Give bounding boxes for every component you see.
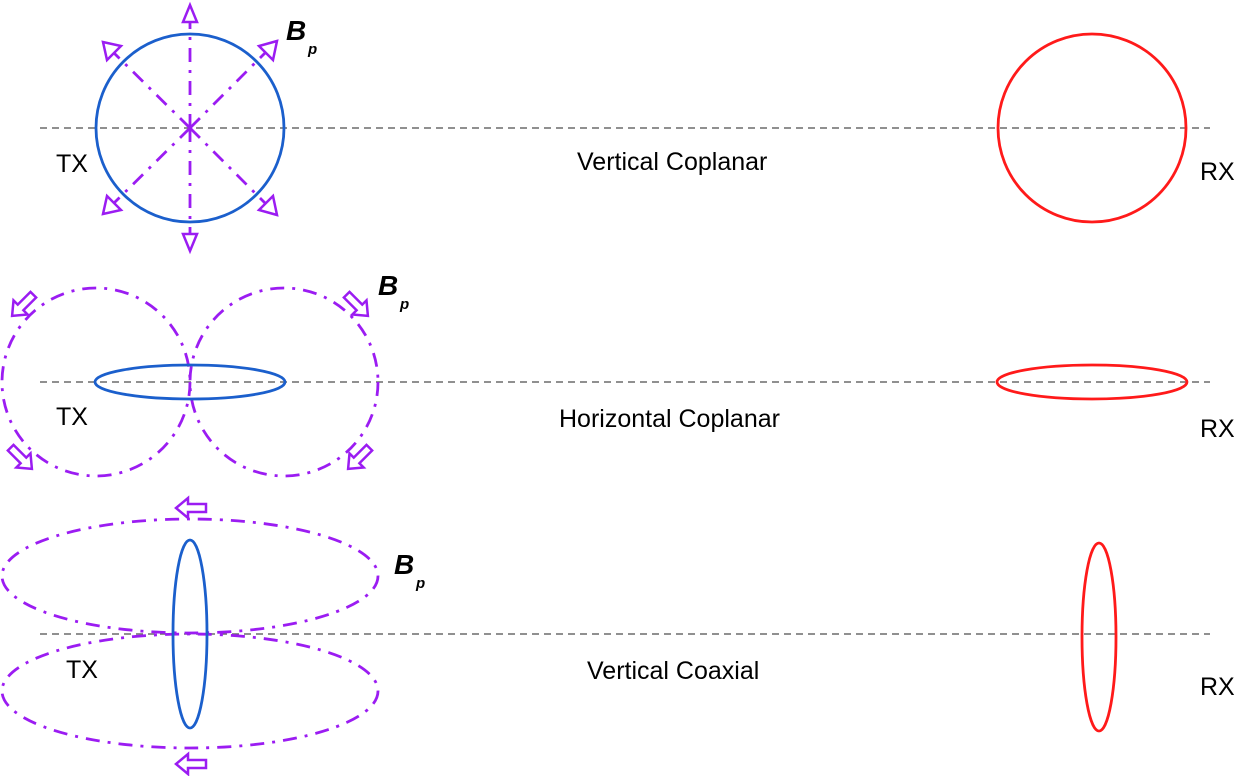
panel-title: Horizontal Coplanar (559, 405, 780, 433)
block-arrow-top-icon (174, 495, 208, 521)
block-arrow-bottom-left-icon (6, 443, 34, 471)
rx-coil (995, 363, 1189, 401)
field-label-subscript: p (415, 575, 425, 592)
rx-label: RX (1200, 158, 1235, 186)
field-loop-right (188, 286, 380, 478)
block-arrow-top-left-icon (10, 290, 38, 318)
tx-label: TX (66, 656, 98, 684)
field-loop-left (0, 286, 192, 478)
top-bottom-field-lines (0, 495, 380, 776)
field-label-b: B (286, 15, 306, 46)
panel-title: Vertical Coplanar (577, 148, 767, 176)
panel-horizontal-coplanar: TX RX Horizontal Coplanar B p (0, 270, 1235, 478)
panel-vertical-coaxial: TX RX Vertical Coaxial B p (0, 495, 1235, 776)
tx-coil (171, 538, 209, 730)
side-loop-field-lines (0, 286, 380, 478)
arrowhead-up-left-icon (101, 40, 124, 63)
arrowhead-up-icon (181, 1, 199, 24)
field-line-down-left (112, 127, 191, 205)
arrowhead-down-right-icon (256, 193, 279, 217)
rx-coil (996, 32, 1188, 224)
block-arrow-bottom-right-icon (346, 443, 374, 471)
field-label-b: B (394, 549, 414, 580)
arrowhead-down-icon (181, 232, 199, 255)
arrowhead-down-left-icon (101, 193, 124, 216)
rx-label: RX (1200, 415, 1235, 443)
field-line-down-right (189, 127, 267, 205)
panel-title: Vertical Coaxial (587, 657, 759, 685)
field-label-subscript: p (307, 41, 317, 58)
field-loop-top (0, 517, 380, 635)
tx-label: TX (56, 150, 88, 178)
field-label-b: B (378, 270, 398, 301)
radial-field-lines (101, 1, 279, 255)
field-line-up-left (112, 51, 191, 129)
tx-label: TX (56, 403, 88, 431)
field-label-subscript: p (399, 296, 409, 313)
field-line-up-right (189, 51, 267, 129)
tx-coil (93, 363, 287, 401)
rx-label: RX (1200, 673, 1235, 701)
rx-coil (1080, 541, 1118, 733)
tx-coil (94, 32, 286, 224)
block-arrow-top-right-icon (342, 290, 370, 318)
panel-vertical-coplanar: TX RX Vertical Coplanar B p (40, 1, 1235, 255)
arrowhead-up-right-icon (256, 39, 279, 63)
field-loop-bottom (0, 632, 380, 750)
block-arrow-bottom-icon (174, 751, 208, 776)
